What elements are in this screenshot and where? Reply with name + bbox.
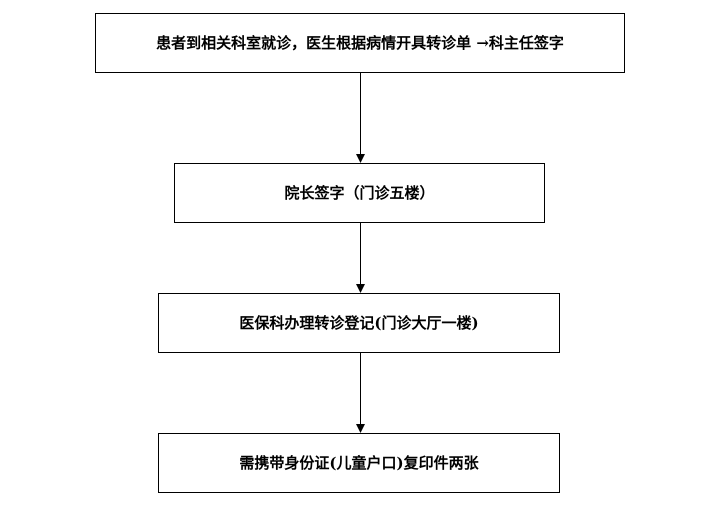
connector-arrow-2 [356,223,365,293]
connector-arrow-1 [356,73,365,163]
step-box-3: 医保科办理转诊登记(门诊大厅一楼) [158,293,560,353]
step-box-2: 院长签字（门诊五楼） [174,163,545,223]
step-box-4: 需携带身份证(儿童户口)复印件两张 [158,433,560,493]
step-1-text: 患者到相关科室就诊，医生根据病情开具转诊单 →科主任签字 [156,34,564,52]
step-box-1: 患者到相关科室就诊，医生根据病情开具转诊单 →科主任签字 [95,13,625,73]
step-box-3-frame [158,293,560,353]
step-2-text: 院长签字（门诊五楼） [284,184,434,202]
step-box-1-frame [95,13,625,73]
step-4-text: 需携带身份证(儿童户口)复印件两张 [239,454,479,472]
step-box-4-frame [158,433,560,493]
step-3-text: 医保科办理转诊登记(门诊大厅一楼) [239,314,478,332]
step-box-2-frame [174,163,545,223]
connector-arrow-3 [356,353,365,433]
